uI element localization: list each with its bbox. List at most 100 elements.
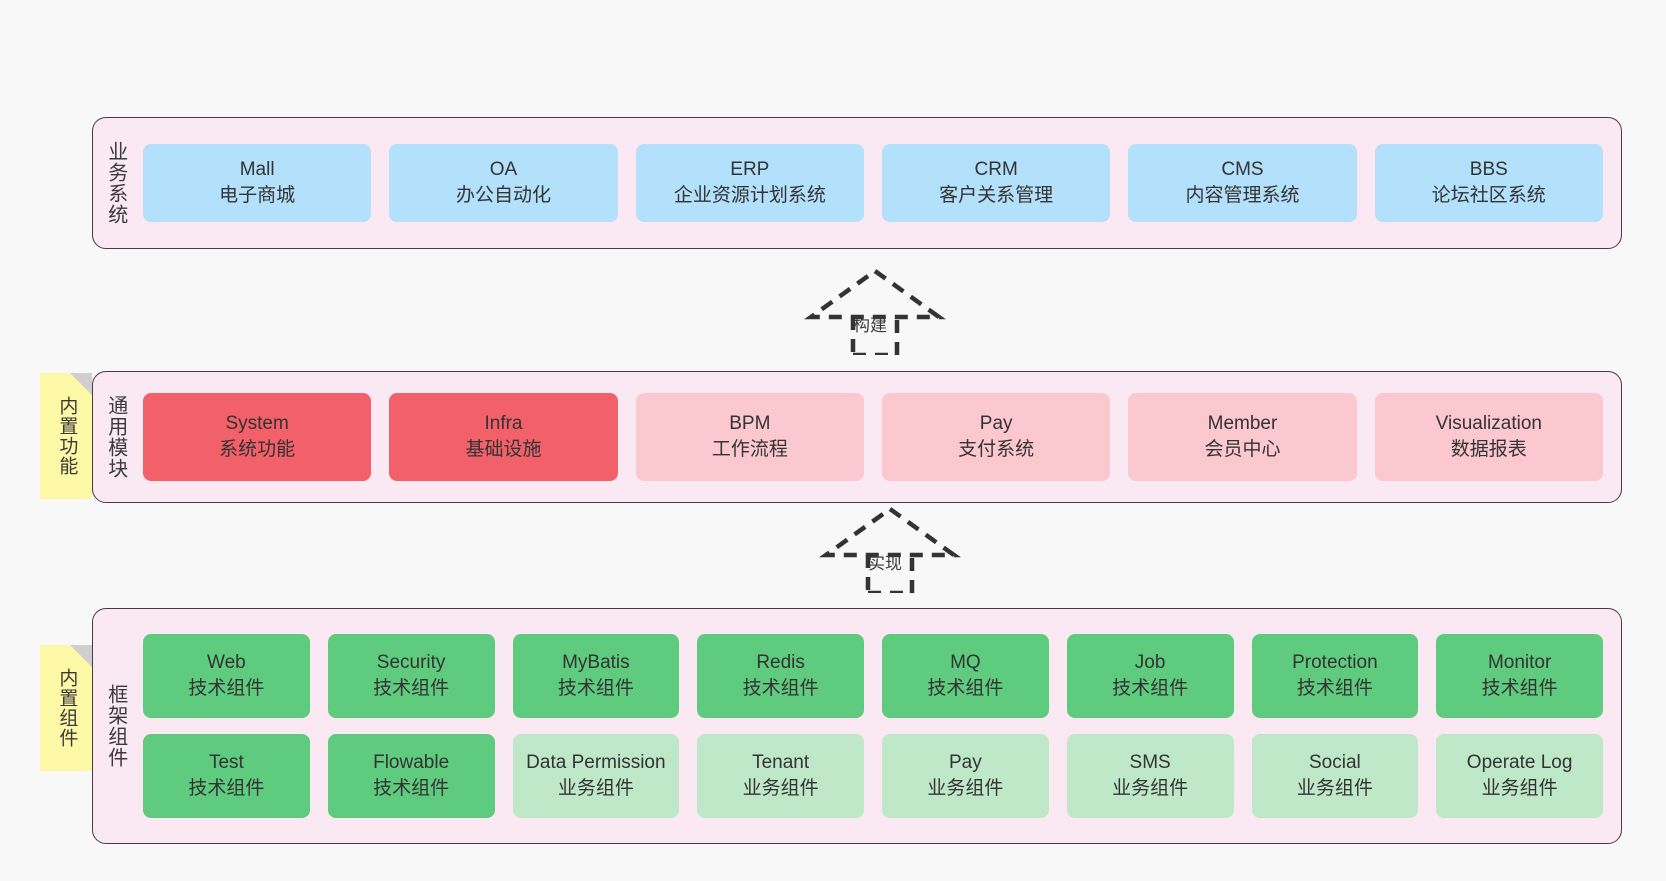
card-subtitle: 技术组件 xyxy=(927,678,1004,699)
card-title: MQ xyxy=(950,651,981,673)
card-flowable[interactable]: Flowable 技术组件 xyxy=(327,734,495,818)
layer-title-business: 业务系统 xyxy=(104,141,127,225)
card-subtitle: 客户关系管理 xyxy=(939,185,1054,206)
layer-title-framework: 框架组件 xyxy=(104,684,127,768)
card-subtitle: 技术组件 xyxy=(373,678,450,699)
card-subtitle: 系统功能 xyxy=(219,439,296,460)
card-subtitle: 业务组件 xyxy=(557,778,634,799)
card-mybatis[interactable]: MyBatis 技术组件 xyxy=(512,634,680,718)
card-title: Web xyxy=(207,651,246,673)
card-cms[interactable]: CMS 内容管理系统 xyxy=(1128,144,1357,222)
layer-body-business: Mall 电子商城 OA 办公自动化 ERP 企业资源计划系统 CRM 客户关系… xyxy=(137,118,1621,248)
card-subtitle: 技术组件 xyxy=(188,778,265,799)
card-subtitle: 业务组件 xyxy=(1481,778,1558,799)
card-monitor[interactable]: Monitor 技术组件 xyxy=(1436,634,1603,718)
card-sms[interactable]: SMS 业务组件 xyxy=(1066,734,1234,818)
card-subtitle: 论坛社区系统 xyxy=(1431,185,1546,206)
card-subtitle: 业务组件 xyxy=(927,778,1004,799)
card-crm[interactable]: CRM 客户关系管理 xyxy=(881,144,1111,222)
card-title: MyBatis xyxy=(562,651,630,673)
card-row: Mall 电子商城 OA 办公自动化 ERP 企业资源计划系统 CRM 客户关系… xyxy=(143,144,1603,222)
card-title: Flowable xyxy=(373,751,450,773)
card-bbs[interactable]: BBS 论坛社区系统 xyxy=(1374,144,1603,222)
note-fold-corner-icon xyxy=(70,373,92,395)
card-redis[interactable]: Redis 技术组件 xyxy=(697,634,864,718)
card-title: System xyxy=(225,412,289,434)
card-title: Redis xyxy=(756,651,805,673)
card-mq[interactable]: MQ 技术组件 xyxy=(882,634,1049,718)
card-subtitle: 办公自动化 xyxy=(455,185,551,206)
card-row: Test 技术组件 Flowable 技术组件 Data Permission … xyxy=(143,734,1603,818)
card-web[interactable]: Web 技术组件 xyxy=(143,634,310,718)
card-title: Visualization xyxy=(1435,412,1542,434)
layer-body-framework: Web 技术组件 Security 技术组件 MyBatis 技术组件 Redi… xyxy=(137,609,1621,843)
card-job[interactable]: Job 技术组件 xyxy=(1066,634,1234,718)
card-subtitle: 基础设施 xyxy=(465,439,542,460)
connector-label-build: 构建 xyxy=(853,316,887,335)
card-title: Job xyxy=(1134,651,1166,673)
card-title: Pay xyxy=(949,751,982,773)
note-builtin-components: 内置组件 xyxy=(40,645,92,771)
layer-common-modules: 通用模块 System 系统功能 Infra 基础设施 BPM 工作流程 Pay… xyxy=(92,371,1622,503)
card-subtitle: 技术组件 xyxy=(373,778,450,799)
card-title: Test xyxy=(208,751,244,773)
card-tenant[interactable]: Tenant 业务组件 xyxy=(697,734,864,818)
card-bpm[interactable]: BPM 工作流程 xyxy=(635,393,864,481)
card-oa[interactable]: OA 办公自动化 xyxy=(389,144,618,222)
generalization-arrow-icon xyxy=(819,506,961,596)
card-test[interactable]: Test 技术组件 xyxy=(143,734,310,818)
card-infra[interactable]: Infra 基础设施 xyxy=(389,393,618,481)
card-subtitle: 工作流程 xyxy=(711,439,788,460)
connector-build: 构建 xyxy=(795,265,955,358)
card-title: Social xyxy=(1309,751,1361,773)
layer-title-modules: 通用模块 xyxy=(104,395,127,479)
card-subtitle: 技术组件 xyxy=(1296,678,1373,699)
card-data-permission[interactable]: Data Permission 业务组件 xyxy=(512,734,680,818)
card-mall[interactable]: Mall 电子商城 xyxy=(143,144,372,222)
card-subtitle: 业务组件 xyxy=(742,778,819,799)
generalization-arrow-icon xyxy=(804,268,946,358)
card-subtitle: 电子商城 xyxy=(219,185,296,206)
card-title: Pay xyxy=(979,412,1013,434)
card-subtitle: 业务组件 xyxy=(1296,778,1373,799)
card-operate-log[interactable]: Operate Log 业务组件 xyxy=(1436,734,1603,818)
layer-framework-components: 框架组件 Web 技术组件 Security 技术组件 MyBatis 技术组件… xyxy=(92,608,1622,844)
card-subtitle: 数据报表 xyxy=(1450,439,1527,460)
card-pay-module[interactable]: Pay 支付系统 xyxy=(881,393,1111,481)
card-title: Member xyxy=(1207,412,1278,434)
card-erp[interactable]: ERP 企业资源计划系统 xyxy=(635,144,864,222)
card-subtitle: 会员中心 xyxy=(1204,439,1281,460)
layer-business-system: 业务系统 Mall 电子商城 OA 办公自动化 ERP 企业资源计划系统 CRM… xyxy=(92,117,1622,249)
card-title: Security xyxy=(376,651,446,673)
layer-body-modules: System 系统功能 Infra 基础设施 BPM 工作流程 Pay 支付系统… xyxy=(137,372,1621,502)
card-title: OA xyxy=(489,158,518,180)
card-system[interactable]: System 系统功能 xyxy=(143,393,372,481)
connector-implement: 实现 xyxy=(810,503,970,596)
card-title: CMS xyxy=(1221,158,1264,180)
card-visualization[interactable]: Visualization 数据报表 xyxy=(1374,393,1603,481)
card-subtitle: 企业资源计划系统 xyxy=(673,185,826,206)
card-title: Mall xyxy=(239,158,275,180)
card-subtitle: 技术组件 xyxy=(1112,678,1189,699)
card-title: Data Permission xyxy=(526,751,666,773)
card-row: Web 技术组件 Security 技术组件 MyBatis 技术组件 Redi… xyxy=(143,634,1603,718)
card-subtitle: 技术组件 xyxy=(188,678,265,699)
card-subtitle: 技术组件 xyxy=(742,678,819,699)
card-social[interactable]: Social 业务组件 xyxy=(1251,734,1419,818)
card-title: Infra xyxy=(484,412,523,434)
card-security[interactable]: Security 技术组件 xyxy=(327,634,495,718)
card-subtitle: 业务组件 xyxy=(1112,778,1189,799)
note-fold-corner-icon xyxy=(70,645,92,667)
card-subtitle: 技术组件 xyxy=(557,678,634,699)
note-label: 内置功能 xyxy=(56,396,78,476)
card-row: System 系统功能 Infra 基础设施 BPM 工作流程 Pay 支付系统… xyxy=(143,393,1603,481)
note-builtin-features: 内置功能 xyxy=(40,373,92,499)
card-protection[interactable]: Protection 技术组件 xyxy=(1251,634,1419,718)
card-title: Tenant xyxy=(752,751,810,773)
card-member[interactable]: Member 会员中心 xyxy=(1128,393,1357,481)
card-title: Monitor xyxy=(1487,651,1552,673)
card-pay-component[interactable]: Pay 业务组件 xyxy=(882,734,1049,818)
card-title: Protection xyxy=(1292,651,1378,673)
card-title: SMS xyxy=(1129,751,1171,773)
